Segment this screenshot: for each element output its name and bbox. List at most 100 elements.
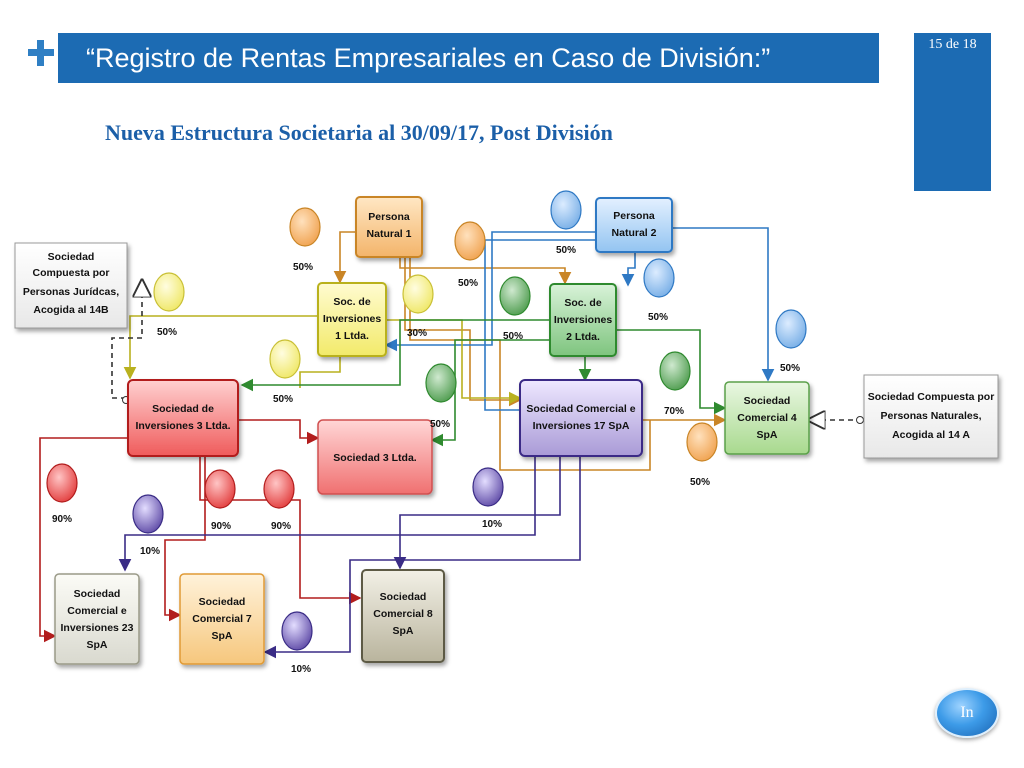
pct-label: 90% bbox=[52, 514, 72, 525]
circle-purple-2 bbox=[472, 467, 504, 507]
circle-blue-1 bbox=[550, 190, 582, 230]
pct-label: 30% bbox=[407, 328, 427, 339]
note-left-line3: Personas Jurídcas, bbox=[23, 286, 119, 298]
pct-label: 50% bbox=[293, 262, 313, 273]
note-right: Sociedad Compuesta por Personas Naturale… bbox=[863, 374, 999, 459]
circle-blue-3 bbox=[775, 309, 807, 349]
plus-icon bbox=[24, 36, 58, 70]
node-label: Soc. de bbox=[333, 296, 371, 308]
node-label: Comercial e bbox=[67, 605, 127, 617]
node-label: SpA bbox=[87, 639, 108, 651]
node-soc-inversiones-3: Sociedad de Inversiones 3 Ltda. bbox=[127, 379, 239, 457]
note-right-line3: Acogida al 14 A bbox=[892, 429, 970, 441]
pct-label: 50% bbox=[458, 278, 478, 289]
node-label: Inversiones 17 SpA bbox=[533, 420, 630, 432]
circle-yellow-3 bbox=[269, 339, 301, 379]
pct-label: 50% bbox=[157, 327, 177, 338]
pct-label: 50% bbox=[690, 477, 710, 488]
node-label: Soc. de bbox=[564, 297, 602, 309]
pct-label: 70% bbox=[664, 406, 684, 417]
edge-pn2-sc17 bbox=[484, 239, 600, 411]
edge-si1-soc3 bbox=[299, 356, 341, 388]
node-label: Sociedad Comercial e bbox=[526, 403, 635, 415]
edge-pn1-si2 bbox=[399, 256, 572, 285]
circle-orange-1 bbox=[289, 207, 321, 247]
circle-green-1 bbox=[499, 276, 531, 316]
edge-si2-si3 bbox=[240, 319, 550, 392]
node-label: Comercial 8 bbox=[373, 608, 433, 620]
circle-orange-3 bbox=[686, 422, 718, 462]
node-label: Sociedad bbox=[744, 395, 791, 407]
circle-yellow-1 bbox=[153, 272, 185, 312]
circle-orange-2 bbox=[454, 221, 486, 261]
node-label: Sociedad bbox=[380, 591, 427, 603]
edge-si2-sc4 bbox=[615, 329, 727, 415]
note-right-anchor bbox=[856, 416, 864, 424]
edge-sc17-sc8 bbox=[393, 456, 561, 570]
pct-label: 50% bbox=[503, 331, 523, 342]
circle-blue-2 bbox=[643, 258, 675, 298]
node-soc-comercial-4: Sociedad Comercial 4 SpA bbox=[724, 381, 810, 455]
edge-si3-sc7 bbox=[164, 456, 206, 622]
pct-label: 90% bbox=[211, 521, 231, 532]
node-soc-inversiones-2: Soc. de Inversiones 2 Ltda. bbox=[549, 283, 617, 357]
circle-purple-1 bbox=[132, 494, 164, 534]
note-left-line2: Compuesta por bbox=[32, 267, 109, 279]
circle-red-3 bbox=[263, 469, 295, 509]
note-right-line1: Sociedad Compuesta por bbox=[868, 391, 995, 403]
edge-si1-si3 bbox=[123, 315, 318, 380]
page-tab: 15 de 18 bbox=[914, 33, 991, 191]
edge-note-left bbox=[111, 280, 142, 399]
edge-pn2-si1 bbox=[384, 231, 596, 352]
node-soc-comercial-8: Sociedad Comercial 8 SpA bbox=[361, 569, 445, 663]
node-label: Sociedad bbox=[74, 588, 121, 600]
edge-pn1-misc bbox=[409, 256, 651, 471]
pct-label: 50% bbox=[648, 312, 668, 323]
circle-yellow-2 bbox=[402, 274, 434, 314]
node-soc-comercial-23: Sociedad Comercial e Inversiones 23 SpA bbox=[54, 573, 140, 665]
node-label: SpA bbox=[393, 625, 414, 637]
pct-label: 10% bbox=[291, 664, 311, 675]
pct-label: 50% bbox=[273, 394, 293, 405]
circle-red-2 bbox=[204, 469, 236, 509]
node-label: 2 Ltda. bbox=[566, 331, 600, 343]
circle-green-3 bbox=[659, 351, 691, 391]
slide-subtitle: Nueva Estructura Societaria al 30/09/17,… bbox=[105, 120, 613, 145]
node-label: SpA bbox=[212, 630, 233, 642]
note-left-line1: Sociedad bbox=[48, 251, 95, 263]
percentage-labels: 50% 50% 50% 50% 50% 50% 50% 30% 50% 50% … bbox=[52, 245, 800, 675]
edge-si3-sc23 bbox=[39, 437, 130, 643]
pct-label: 90% bbox=[271, 521, 291, 532]
node-label: Natural 2 bbox=[612, 227, 657, 239]
node-persona-natural-2: Persona Natural 2 bbox=[595, 197, 673, 253]
node-label: Natural 1 bbox=[367, 228, 412, 240]
edge-pn1-sc17 bbox=[404, 256, 522, 407]
edge-si3-soc3 bbox=[238, 419, 320, 445]
circle-red-1 bbox=[46, 463, 78, 503]
edge-pn2-sc4 bbox=[672, 227, 775, 382]
pct-label: 50% bbox=[556, 245, 576, 256]
page-indicator: 15 de 18 bbox=[928, 37, 977, 52]
pct-label: 10% bbox=[482, 519, 502, 530]
pct-label: 50% bbox=[780, 363, 800, 374]
edge-sc17-sc7 bbox=[263, 456, 581, 659]
ownership-circles bbox=[46, 190, 807, 651]
node-sociedad-3: Sociedad 3 Ltda. bbox=[317, 419, 433, 495]
note-left: Sociedad Compuesta por Personas Jurídcas… bbox=[14, 242, 128, 329]
node-label: 1 Ltda. bbox=[335, 330, 369, 342]
edge-pn1-si1 bbox=[333, 231, 358, 284]
node-soc-comercial-17: Sociedad Comercial e Inversiones 17 SpA bbox=[519, 379, 643, 457]
node-soc-inversiones-1: Soc. de Inversiones 1 Ltda. bbox=[317, 282, 387, 357]
node-label: Persona bbox=[368, 211, 410, 223]
node-label: SpA bbox=[757, 429, 778, 441]
node-label: Sociedad bbox=[199, 596, 246, 608]
note-left-line4: Acogida al 14B bbox=[33, 304, 109, 316]
index-nav-button[interactable]: In bbox=[935, 688, 999, 738]
node-soc-comercial-7: Sociedad Comercial 7 SpA bbox=[179, 573, 265, 665]
node-label: Inversiones 3 Ltda. bbox=[135, 420, 230, 432]
node-label: Sociedad 3 Ltda. bbox=[333, 452, 417, 464]
node-label: Sociedad de bbox=[152, 403, 214, 415]
slide-title: “Registro de Rentas Empresariales en Cas… bbox=[58, 33, 879, 83]
node-label: Persona bbox=[613, 210, 655, 222]
